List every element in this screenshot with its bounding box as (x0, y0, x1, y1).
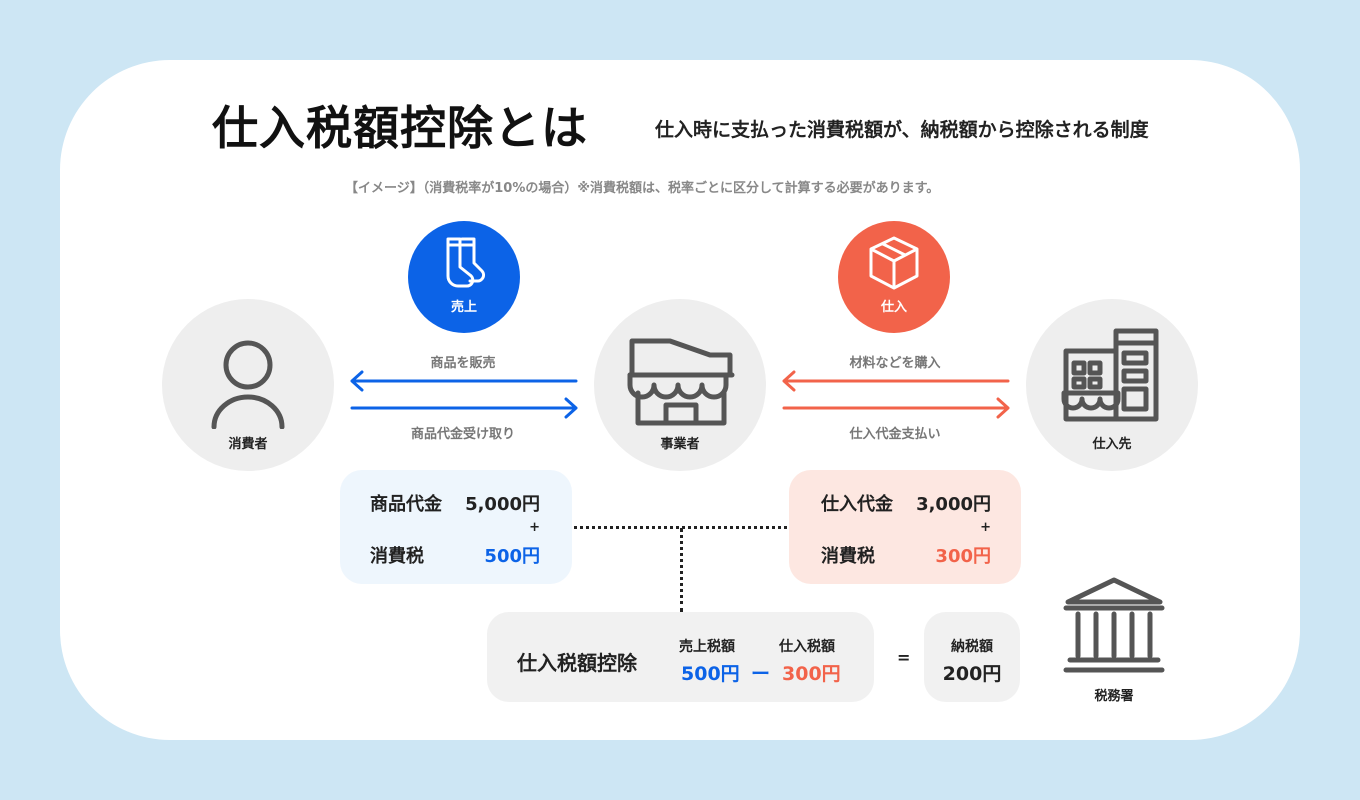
deduction-box: 仕入税額控除 売上税額 500円 ー 仕入税額 300円 (487, 612, 874, 702)
shop-icon (627, 338, 735, 426)
connector-horizontal (574, 526, 787, 529)
sales-price-label: 商品代金 (370, 494, 442, 515)
payment-amount: 200円 (942, 663, 1002, 685)
red-arrows (782, 370, 1010, 419)
purchase-tax-label: 仕入税額 (779, 639, 835, 655)
sales-badge-label: 売上 (450, 300, 477, 315)
purchase-tax-amount: 300円 (782, 663, 841, 685)
consumer-label: 消費者 (228, 437, 268, 452)
purchase-plus: + (980, 520, 991, 535)
socks-icon (446, 237, 485, 288)
blue-arrows (350, 370, 578, 419)
purchase-badge-label: 仕入 (880, 300, 907, 315)
building-icon (1061, 328, 1159, 422)
purchase-price-label: 仕入代金 (821, 494, 893, 515)
business-label: 事業者 (660, 437, 700, 452)
page-title: 仕入税額控除とは (212, 101, 588, 155)
connector-vertical (680, 528, 683, 612)
sales-box: 商品代金 5,000円 + 消費税 500円 (340, 470, 572, 584)
tax-office-label: 税務署 (1094, 689, 1134, 704)
purchase-tax-value: 300円 (935, 546, 991, 567)
purchase-tax-label: 消費税 (821, 546, 875, 567)
pay-purchase-label: 仕入代金支払い (849, 427, 941, 442)
payment-box: 納税額 200円 (924, 612, 1020, 702)
sales-badge: 売上 (408, 221, 520, 333)
page-subtitle: 仕入時に支払った消費税額が、納税額から控除される制度 (655, 119, 1149, 141)
box-icon (869, 236, 919, 290)
sales-plus: + (529, 520, 540, 535)
payment-label: 納税額 (951, 639, 993, 655)
business-node: 事業者 (594, 299, 766, 471)
sales-tax-amount: 500円 (681, 663, 740, 685)
purchase-price-value: 3,000円 (916, 494, 991, 515)
purchase-box: 仕入代金 3,000円 + 消費税 300円 (789, 470, 1021, 584)
tax-office-icon (1063, 577, 1165, 673)
equals-sign: = (897, 648, 911, 667)
sales-tax-label: 売上税額 (679, 639, 735, 655)
consumer-node: 消費者 (162, 299, 334, 471)
sales-tax-label: 消費税 (370, 546, 424, 567)
supplier-node: 仕入先 (1026, 299, 1198, 471)
minus-sign: ー (751, 663, 771, 685)
image-note: 【イメージ】（消費税率が10%の場合）※消費税額は、税率ごとに区分して計算する必… (345, 181, 940, 196)
sales-tax-value: 500円 (484, 546, 540, 567)
sell-goods-label: 商品を販売 (430, 356, 496, 371)
sales-price-value: 5,000円 (465, 494, 540, 515)
buy-materials-label: 材料などを購入 (849, 356, 941, 371)
receive-payment-label: 商品代金受け取り (410, 427, 515, 442)
supplier-label: 仕入先 (1092, 437, 1132, 452)
purchase-badge: 仕入 (838, 221, 950, 333)
deduction-label: 仕入税額控除 (517, 651, 637, 675)
person-icon (211, 340, 285, 429)
